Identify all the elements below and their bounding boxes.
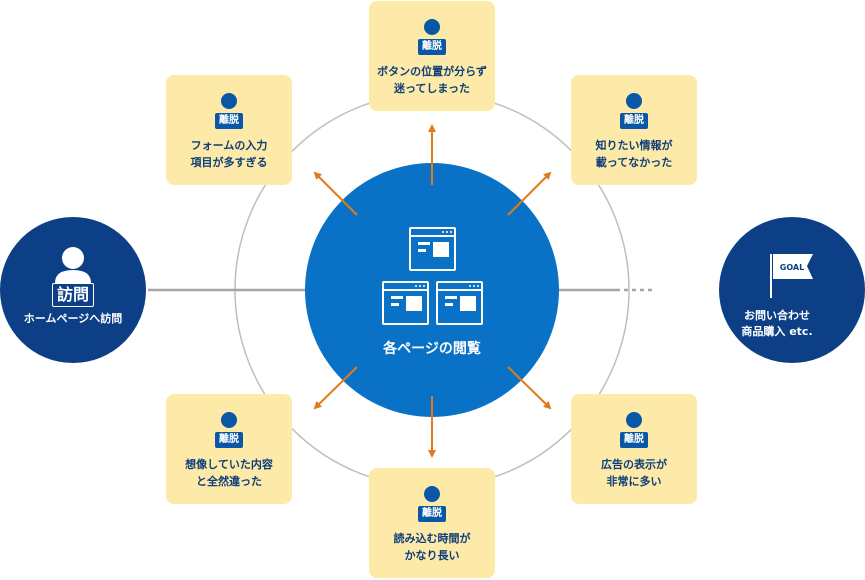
exit-badge: 離脱 bbox=[418, 506, 446, 522]
person-icon bbox=[221, 93, 237, 109]
browser-window-icon bbox=[436, 281, 483, 325]
exit-reason-line2: 項目が多すぎる bbox=[190, 156, 268, 169]
exit-card-top-left: 離脱 フォームの入力 項目が多すぎる bbox=[166, 75, 292, 185]
center-circle bbox=[305, 163, 559, 417]
browser-window-icon bbox=[382, 281, 429, 325]
goal-label-line2: 商品購入 etc. bbox=[741, 325, 813, 338]
exit-reason-line2: 迷ってしまった bbox=[393, 82, 470, 95]
exit-badge: 離脱 bbox=[215, 432, 243, 448]
exit-card-bottom-right: 離脱 広告の表示が 非常に多い bbox=[571, 394, 697, 504]
visit-label: ホームページへ訪問 bbox=[23, 312, 123, 325]
arrow-icon bbox=[507, 366, 552, 410]
exit-badge: 離脱 bbox=[215, 113, 243, 129]
person-icon bbox=[626, 412, 642, 428]
exit-badge: 離脱 bbox=[620, 432, 648, 448]
exit-reason: 広告の表示が 非常に多い bbox=[575, 456, 693, 490]
person-icon bbox=[626, 93, 642, 109]
exit-reason-line1: 知りたい情報が bbox=[595, 139, 673, 152]
exit-badge: 離脱 bbox=[418, 39, 446, 55]
person-icon bbox=[424, 19, 440, 35]
person-icon bbox=[424, 486, 440, 502]
exit-card-top-right: 離脱 知りたい情報が 載ってなかった bbox=[571, 75, 697, 185]
browser-window-icon bbox=[409, 227, 456, 271]
exit-reason-line1: 読み込む時間が bbox=[393, 532, 471, 545]
exit-reason: 想像していた内容 と全然違った bbox=[170, 456, 288, 490]
exit-reason-line1: 広告の表示が bbox=[601, 458, 667, 471]
goal-label: お問い合わせ 商品購入 etc. bbox=[741, 308, 812, 340]
center-label: 各ページの閲覧 bbox=[383, 341, 481, 357]
visit-badge: 訪問 bbox=[51, 283, 95, 307]
visit-circle bbox=[0, 217, 146, 363]
goal-flag-text: GOAL bbox=[779, 263, 805, 272]
exit-reason-line2: 載ってなかった bbox=[595, 156, 673, 169]
exit-card-bottom: 離脱 読み込む時間が かなり長い bbox=[369, 468, 495, 578]
exit-reason-line1: ボタンの位置が分らず bbox=[377, 65, 487, 78]
goal-circle bbox=[719, 217, 865, 363]
exit-card-bottom-left: 離脱 想像していた内容 と全然違った bbox=[166, 394, 292, 504]
person-icon bbox=[55, 247, 91, 283]
goal-label-line1: お問い合わせ bbox=[744, 309, 810, 322]
person-icon bbox=[221, 412, 237, 428]
exit-reason-line2: と全然違った bbox=[196, 475, 262, 488]
exit-reason-line2: かなり長い bbox=[404, 549, 460, 562]
exit-card-top: 離脱 ボタンの位置が分らず 迷ってしまった bbox=[369, 1, 495, 111]
exit-reason-line1: フォームの入力 bbox=[190, 139, 268, 152]
exit-reason: 知りたい情報が 載ってなかった bbox=[575, 137, 693, 171]
exit-reason: フォームの入力 項目が多すぎる bbox=[170, 137, 288, 171]
exit-reason: 読み込む時間が かなり長い bbox=[373, 530, 491, 564]
exit-reason-line2: 非常に多い bbox=[606, 475, 662, 488]
exit-badge: 離脱 bbox=[620, 113, 648, 129]
arrow-icon bbox=[313, 366, 358, 410]
exit-reason: ボタンの位置が分らず 迷ってしまった bbox=[373, 63, 491, 97]
arrow-icon bbox=[313, 171, 358, 216]
arrow-icon bbox=[507, 171, 552, 216]
goal-flag-icon bbox=[770, 254, 813, 298]
exit-reason-line1: 想像していた内容 bbox=[185, 458, 273, 471]
